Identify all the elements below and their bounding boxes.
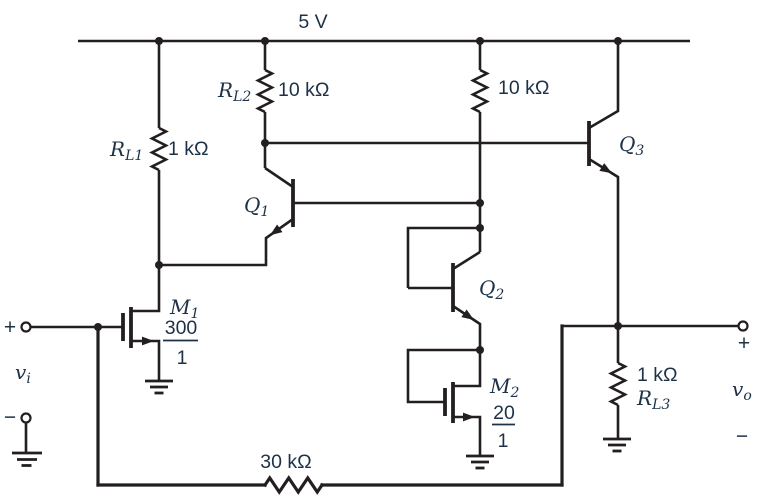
m2-ratio-numerator: 20	[493, 402, 515, 424]
input-plus-sign: +	[4, 316, 16, 339]
input-minus-terminal	[20, 412, 32, 424]
output-network: 1 kΩ RL3	[562, 324, 739, 453]
rf-value-label: 30 kΩ	[260, 451, 311, 473]
junction-dot	[476, 199, 484, 207]
m2-ground-icon	[466, 454, 494, 470]
junction-dot	[614, 322, 622, 330]
transistor-q2: Q2	[406, 226, 504, 350]
m1-drain-wire	[131, 265, 161, 313]
transistor-m1: M1 300 1	[30, 265, 199, 395]
junction-dot	[261, 139, 269, 147]
rl1-zigzag	[149, 126, 169, 172]
junction-dot	[261, 37, 269, 45]
junction-dot	[155, 261, 163, 269]
output-voltage-label: vo	[732, 377, 752, 404]
output-port: + vo −	[732, 320, 752, 448]
m1-source-arrow-icon	[142, 336, 154, 346]
m2-source-wire	[453, 415, 482, 455]
junction-dot	[614, 37, 622, 45]
resistor-rl2: RL2 10 kΩ	[217, 41, 329, 168]
output-plus-sign: +	[738, 332, 750, 355]
rl2-value-label: 10 kΩ	[278, 79, 329, 101]
input-port: + vi −	[4, 316, 42, 467]
q3-emitter-arrow-icon	[599, 163, 612, 174]
q3-label: Q3	[619, 132, 644, 159]
q1-label: Q1	[244, 193, 269, 220]
rl3-value-label: 1 kΩ	[637, 364, 678, 386]
junction-dot	[155, 37, 163, 45]
feedback-network: 30 kΩ	[96, 324, 564, 495]
rf-zigzag	[262, 475, 325, 495]
q1-emitter-arrow-icon	[270, 224, 283, 236]
transistor-q3: Q3	[265, 41, 644, 326]
rl1-value-label: 1 kΩ	[168, 138, 209, 160]
r2-value-label: 10 kΩ	[498, 77, 549, 99]
m1-ratio-numerator: 300	[165, 317, 198, 339]
input-plus-terminal	[20, 321, 32, 333]
input-minus-sign: −	[4, 406, 16, 429]
rl2-name-label: RL2	[217, 78, 251, 105]
transistor-q1: Q1	[159, 166, 480, 267]
rl1-name-label: RL1	[109, 137, 143, 164]
q2-collector-base-tie	[406, 226, 480, 288]
junction-dots	[94, 37, 622, 354]
supply-voltage-label: 5 V	[298, 11, 327, 33]
output-minus-sign: −	[736, 425, 748, 448]
junction-dot	[476, 37, 484, 45]
q1-emitter-wire	[159, 217, 294, 267]
q2-collector-wire	[452, 250, 481, 271]
rl3-ground-icon	[603, 437, 631, 453]
q1-collector-wire	[264, 166, 294, 189]
m1-label: M1	[169, 295, 199, 322]
power-rail: 5 V	[78, 11, 690, 43]
resistor-rl1: RL1 1 kΩ	[109, 41, 209, 265]
q3-emitter-wire	[588, 157, 620, 326]
resistor-r2: 10 kΩ	[470, 41, 549, 252]
junction-dot	[476, 346, 484, 354]
m1-ratio-denominator: 1	[177, 347, 188, 369]
m2-ratio-denominator: 1	[498, 430, 509, 452]
q3-collector-wire	[588, 41, 620, 130]
q2-emitter-arrow-icon	[461, 309, 474, 320]
junction-dot	[94, 323, 102, 331]
junction-dot	[476, 224, 484, 232]
m1-ground-icon	[145, 379, 173, 395]
m2-gate-drain-tie	[406, 348, 480, 404]
m2-source-arrow-icon	[463, 412, 475, 422]
q2-label: Q2	[479, 276, 504, 303]
m2-drain-wire	[453, 350, 482, 388]
rl2-zigzag	[255, 68, 275, 114]
r2-zigzag	[470, 68, 490, 114]
m2-label: M2	[489, 374, 519, 401]
rl3-zigzag	[608, 361, 628, 407]
rl3-name-label: RL3	[636, 386, 670, 413]
m1-source-wire	[131, 339, 161, 380]
output-terminal	[737, 320, 749, 332]
transistor-m2: M2 20 1	[406, 348, 519, 470]
input-voltage-label: vi	[15, 360, 31, 387]
input-ground-icon	[12, 451, 42, 467]
q2-emitter-wire	[452, 304, 482, 350]
